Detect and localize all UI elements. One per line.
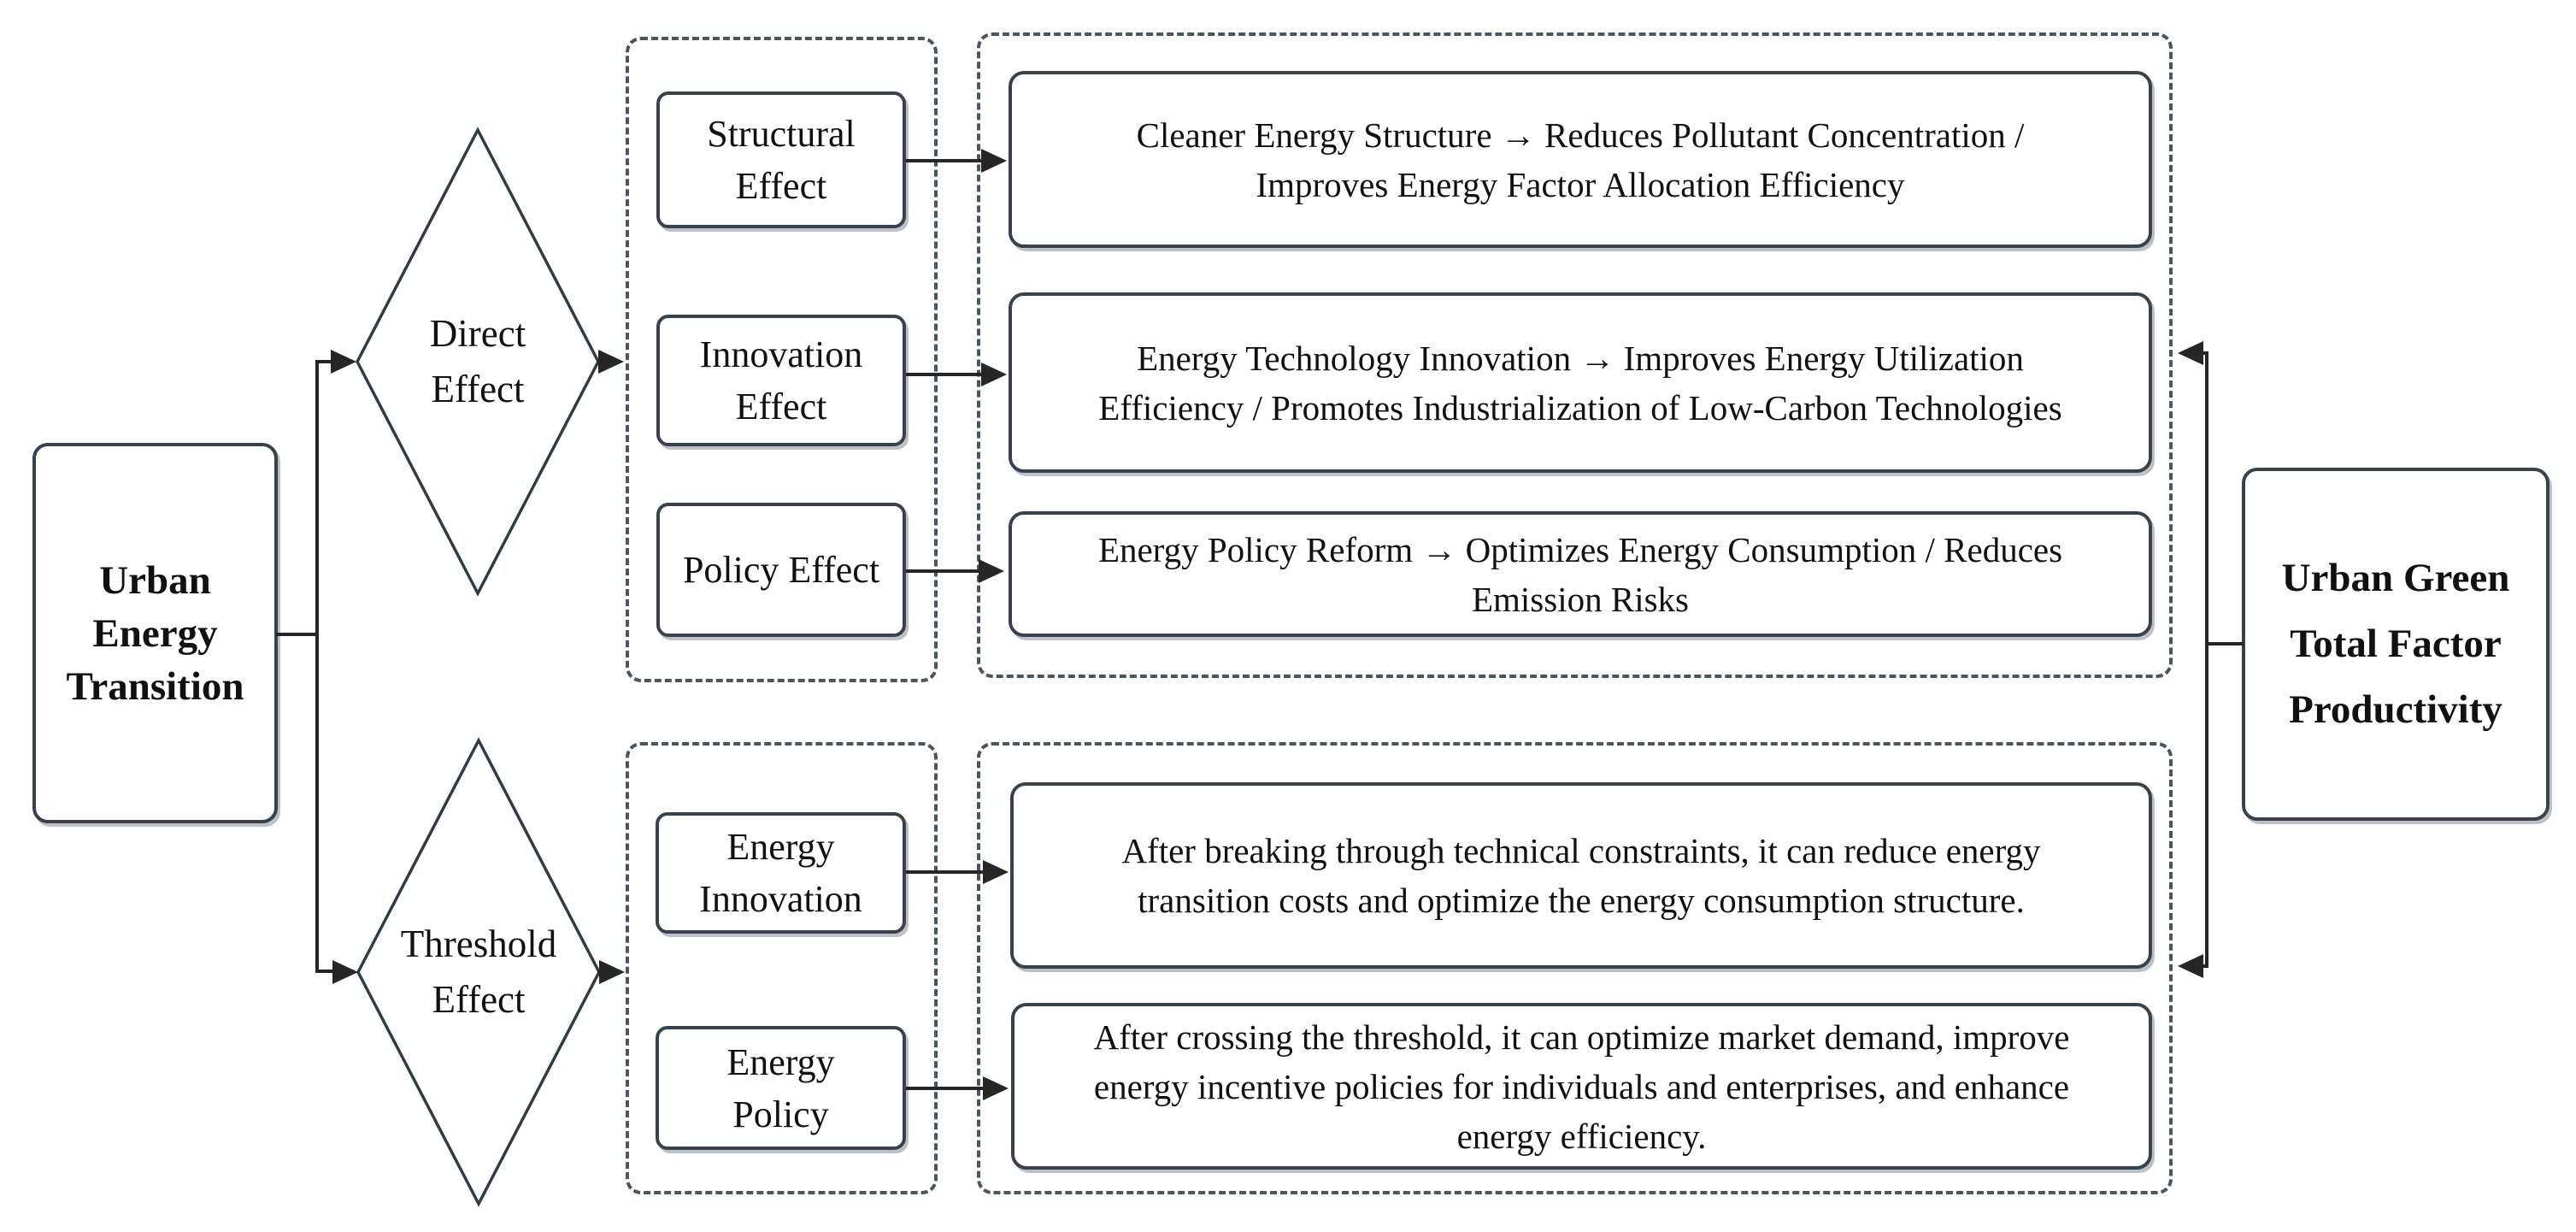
- node-label-line: Policy Effect: [682, 549, 880, 591]
- threshold-descriptions-group: [977, 742, 2173, 1194]
- structural-description-node: Cleaner Energy Structure → Reduces Pollu…: [1009, 71, 2152, 248]
- direct-effect-label: Direct Effect: [375, 306, 580, 417]
- policy-description-node: Energy Policy Reform → Optimizes Energy …: [1009, 511, 2152, 637]
- urban-green-tfp-node: Urban Green Total Factor Productivity: [2242, 468, 2550, 821]
- description-line: Emission Risks: [1471, 579, 1690, 619]
- description-line: After crossing the threshold, it can opt…: [1093, 1017, 2070, 1057]
- node-label-line: Effect: [735, 386, 827, 427]
- threshold-effect-diamond: [356, 737, 601, 1207]
- node-label-line: Effect: [735, 165, 827, 207]
- description-line: energy efficiency.: [1456, 1116, 1707, 1156]
- node-label-line: Effect: [432, 978, 526, 1021]
- arrowhead-to-threshold: [332, 960, 358, 984]
- description-line: energy incentive policies for individual…: [1093, 1066, 2070, 1106]
- node-label-line: Urban Green: [2281, 556, 2510, 600]
- node-label-line: Innovation: [699, 333, 863, 375]
- description-line: Energy Policy Reform → Optimizes Energy …: [1097, 529, 2063, 569]
- arrowhead-direct-out: [598, 350, 624, 374]
- energy-innovation-description-node: After breaking through technical constra…: [1010, 782, 2152, 969]
- description-line: transition costs and optimize the energy…: [1138, 881, 2025, 920]
- urban-energy-transition-node: Urban Energy Transition: [32, 443, 278, 823]
- description-line: Energy Technology Innovation → Improves …: [1137, 338, 2024, 378]
- threshold-effects-group: [626, 742, 938, 1194]
- direct-descriptions-group: [977, 32, 2173, 678]
- threshold-effect-label: Threshold Effect: [368, 917, 590, 1028]
- node-label-line: Energy: [726, 1040, 835, 1083]
- description-line: Efficiency / Promotes Industrialization …: [1098, 387, 2062, 427]
- node-label-line: Productivity: [2289, 687, 2502, 732]
- direct-effect-diamond: [356, 127, 600, 597]
- description-line: Cleaner Energy Structure → Reduces Pollu…: [1136, 115, 2025, 155]
- description-line: After breaking through technical constra…: [1121, 831, 2041, 870]
- structural-effect-node: Structural Effect: [656, 91, 906, 228]
- node-label-line: Transition: [66, 663, 244, 709]
- node-label-line: Threshold: [400, 923, 557, 965]
- arrowhead-outcome-bottom: [2178, 954, 2203, 978]
- policy-effect-node: Policy Effect: [656, 503, 906, 637]
- energy-policy-node: Energy Policy: [656, 1026, 906, 1150]
- description-line: Improves Energy Factor Allocation Effici…: [1256, 164, 1905, 204]
- arrowhead-to-direct: [331, 350, 356, 374]
- node-label-line: Total Factor: [2290, 622, 2502, 666]
- node-label-line: Urban: [99, 557, 211, 603]
- innovation-description-node: Energy Technology Innovation → Improves …: [1009, 292, 2152, 473]
- arrowhead-outcome-top: [2178, 341, 2203, 365]
- node-label-line: Innovation: [699, 878, 862, 920]
- node-label-line: Direct: [429, 312, 526, 355]
- node-label-line: Policy: [732, 1093, 829, 1135]
- node-label-line: Effect: [431, 368, 525, 410]
- energy-policy-description-node: After crossing the threshold, it can opt…: [1011, 1003, 2152, 1170]
- innovation-effect-node: Innovation Effect: [656, 315, 906, 446]
- energy-innovation-node: Energy Innovation: [656, 812, 906, 934]
- node-label-line: Structural: [707, 113, 856, 155]
- arrowhead-threshold-out: [599, 960, 625, 984]
- node-label-line: Energy: [726, 826, 835, 868]
- direct-effects-group: [626, 37, 938, 682]
- node-label-line: Energy: [92, 610, 218, 656]
